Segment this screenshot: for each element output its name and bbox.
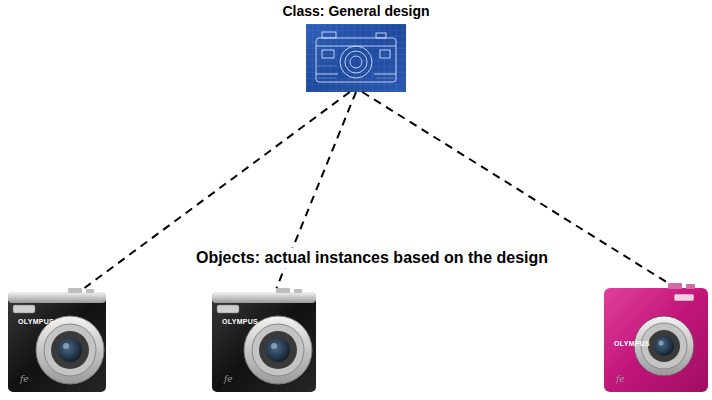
brand-text: OLYMPUS [614, 340, 650, 348]
camera-object: OLYMPUS fe [604, 282, 708, 392]
camera-photo [212, 288, 316, 392]
camera-object: OLYMPUS fe [212, 288, 316, 392]
section-label: Objects: actual instances based on the d… [192, 248, 552, 268]
camera-photo [8, 288, 106, 392]
class-heading: Class: General design [282, 2, 429, 20]
model-text: fe [616, 374, 625, 384]
camera-object: OLYMPUS fe [8, 288, 106, 392]
camera-photo [604, 283, 708, 392]
brand-text: OLYMPUS [222, 318, 258, 326]
class-blueprint: Class: General design [278, 2, 434, 92]
blueprint-image [306, 24, 406, 92]
model-text: fe [224, 374, 233, 384]
model-text: fe [20, 374, 29, 384]
brand-text: OLYMPUS [18, 318, 54, 326]
